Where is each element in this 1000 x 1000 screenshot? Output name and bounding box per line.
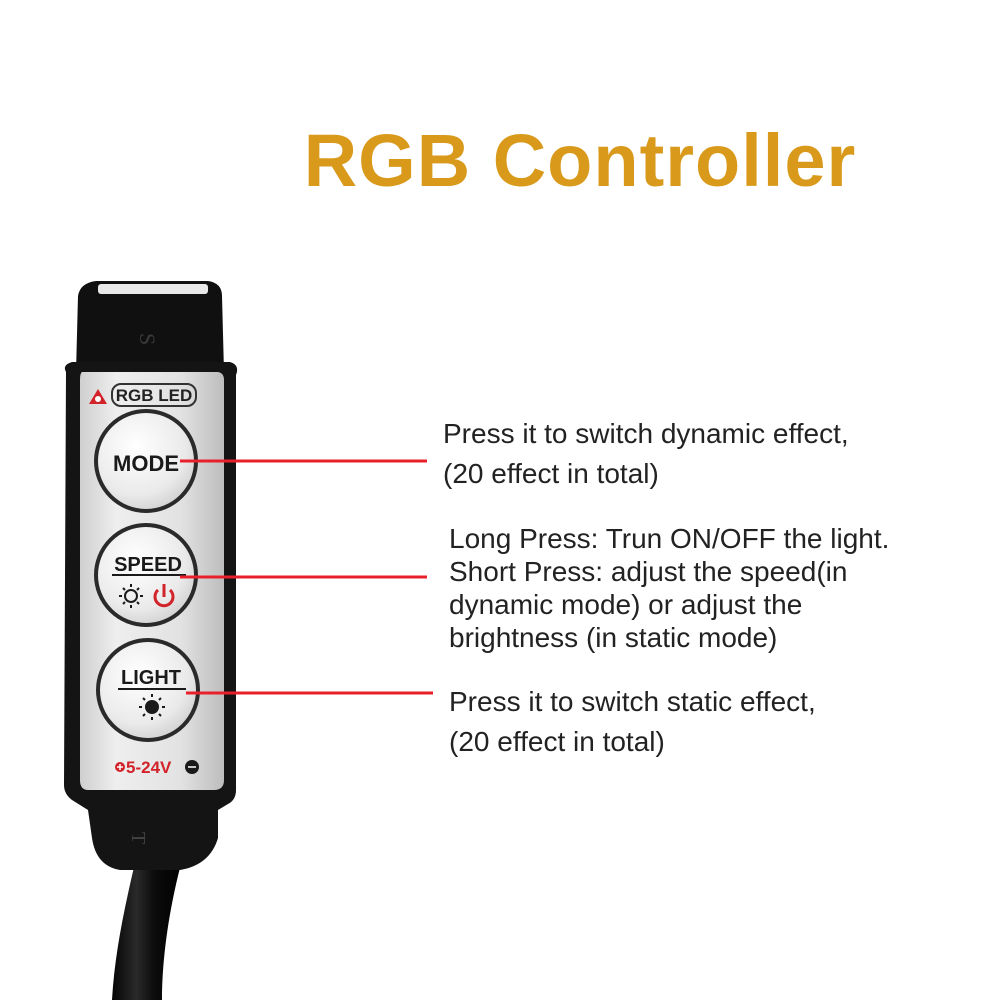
rgb-led-badge [111,383,197,407]
static-light-icon [139,694,165,720]
mode-button-label: MODE [113,451,179,476]
mode-annotation: Press it to switch dynamic effect, (20 e… [443,414,849,494]
speed-annotation: Long Press: Trun ON/OFF the light. Short… [449,522,889,654]
cable [112,850,182,1000]
power-icon [153,584,175,608]
voltage-label: 5-24V [126,758,172,777]
speed-annotation-line-2: Short Press: adjust the speed(in [449,556,848,587]
mode-annotation-line-1: Press it to switch dynamic effect, [443,418,849,449]
mode-annotation-line-2: (20 effect in total) [443,458,659,489]
speed-annotation-line-3: dynamic mode) or adjust the [449,589,803,620]
svg-text:T: T [127,832,149,844]
svg-text:S: S [135,333,160,345]
brightness-icon [119,584,143,608]
speed-annotation-line-4: brightness (in static mode) [449,622,778,653]
mode-button[interactable]: MODE [94,409,198,513]
pointer-lines [180,459,433,695]
page-title: RGB Controller [303,119,857,202]
speed-annotation-line-1: Long Press: Trun ON/OFF the light. [449,523,890,554]
speed-button-label: SPEED [114,554,182,576]
rgb-led-badge-label: RGB LED [116,386,193,405]
speed-button[interactable]: SPEED [94,523,198,627]
controller-top-cap [76,281,224,372]
light-annotation-line-1: Press it to switch static effect, [449,686,816,717]
light-button[interactable]: LIGHT [96,638,200,742]
voltage-marking: 5-24V [115,758,199,777]
light-annotation: Press it to switch static effect, (20 ef… [449,682,816,762]
light-button-label: LIGHT [121,667,181,689]
light-annotation-line-2: (20 effect in total) [449,726,665,757]
